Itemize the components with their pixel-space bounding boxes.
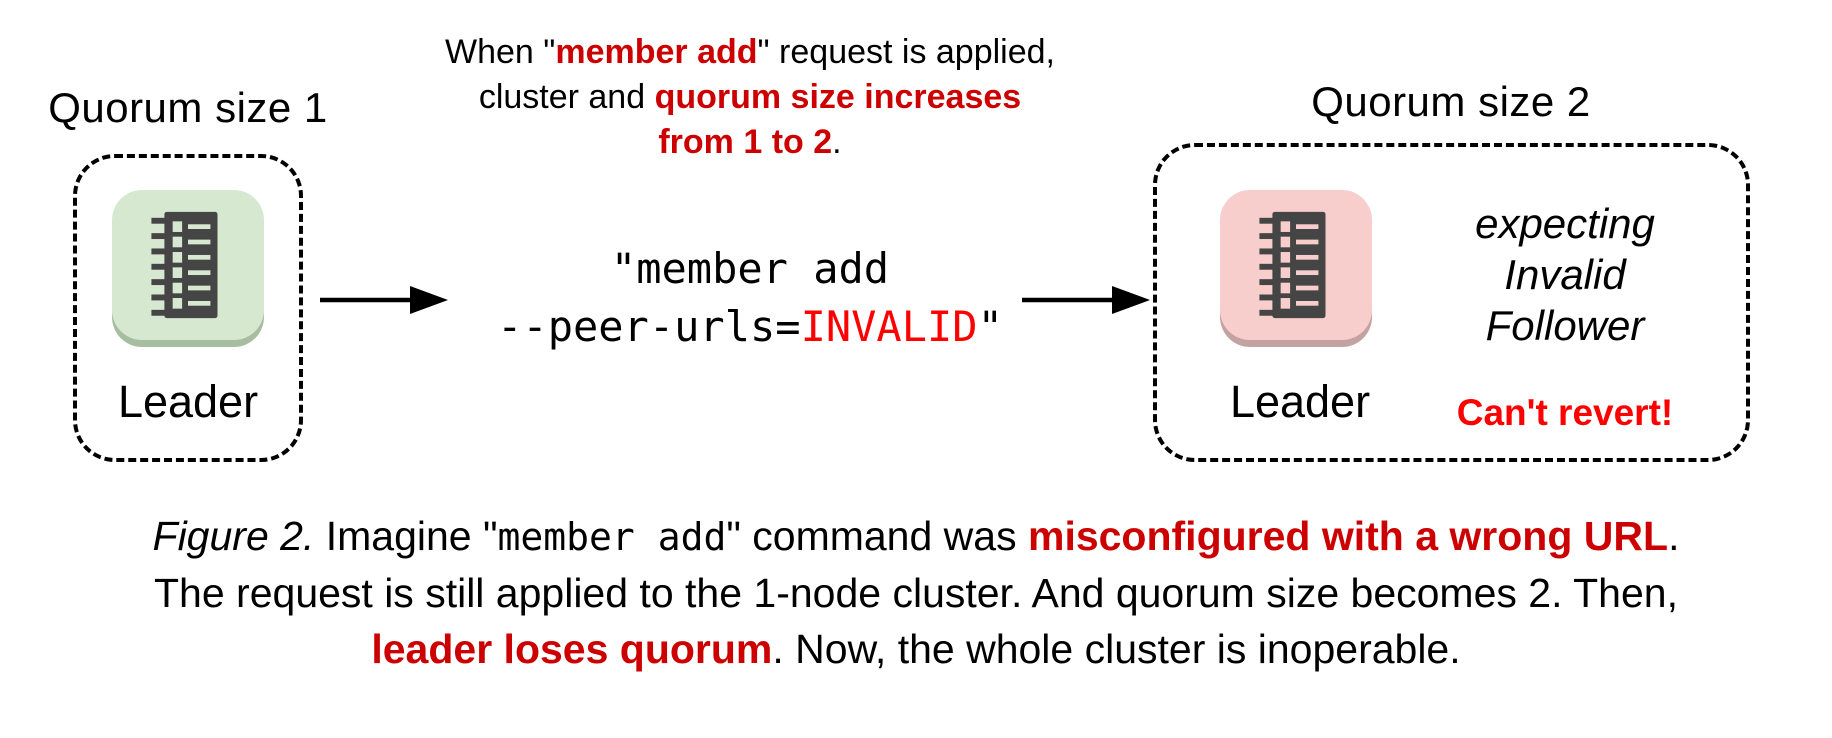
expecting-line: Invalid: [1504, 251, 1626, 298]
figure-label: Figure 2.: [152, 513, 315, 559]
command-line1: "member add: [610, 244, 890, 293]
caption-highlight: leader loses quorum: [371, 626, 773, 672]
leader-node-pink: [1220, 190, 1372, 340]
server-rack-icon: [1259, 211, 1326, 319]
note-text: .: [832, 123, 842, 161]
arrow-right-icon: [320, 286, 448, 314]
note-text: When ": [445, 33, 556, 71]
right-cluster-title: Quorum size 2: [1311, 78, 1591, 125]
note-text: cluster and: [478, 78, 655, 116]
note-highlight: quorum size increases: [654, 78, 1022, 116]
caption-text: . Now, the whole cluster is inoperable.: [772, 626, 1461, 672]
left-cluster-title: Quorum size 1: [48, 84, 328, 131]
arrow-right-icon: [1022, 286, 1150, 314]
figure-caption: Figure 2. Imagine "member add" command w…: [0, 508, 1832, 677]
right-cluster-box: [1153, 143, 1750, 462]
right-node-label: Leader: [1229, 376, 1371, 427]
command-line2: --peer-urls=: [497, 302, 801, 351]
caption-text: " command was: [726, 513, 1028, 559]
left-node-label: Leader: [117, 376, 259, 427]
caption-text: Imagine ": [314, 513, 498, 559]
expecting-invalid-follower-note: expecting Invalid Follower: [1400, 198, 1730, 351]
caption-code: member add: [497, 515, 727, 559]
caption-text: .: [1668, 513, 1680, 559]
caption-highlight: misconfigured with a wrong URL: [1027, 513, 1669, 559]
command-line2-end: ": [977, 302, 1003, 351]
member-add-note: When "member add" request is applied, cl…: [420, 30, 1080, 165]
server-rack-icon: [151, 211, 218, 319]
caption-text: The request is still applied to the 1-no…: [154, 570, 1678, 616]
left-cluster-box: [73, 154, 303, 462]
expecting-line: Follower: [1485, 302, 1645, 349]
cant-revert-warning: Can't revert!: [1456, 392, 1674, 433]
command-invalid-value: INVALID: [800, 302, 978, 351]
note-highlight: from 1 to 2: [658, 123, 833, 161]
member-add-command: "member add --peer-urls=INVALID": [420, 240, 1080, 356]
leader-node-green: [112, 190, 264, 340]
note-highlight: member add: [555, 33, 758, 71]
note-text: " request is applied,: [757, 33, 1055, 71]
expecting-line: expecting: [1475, 200, 1655, 247]
